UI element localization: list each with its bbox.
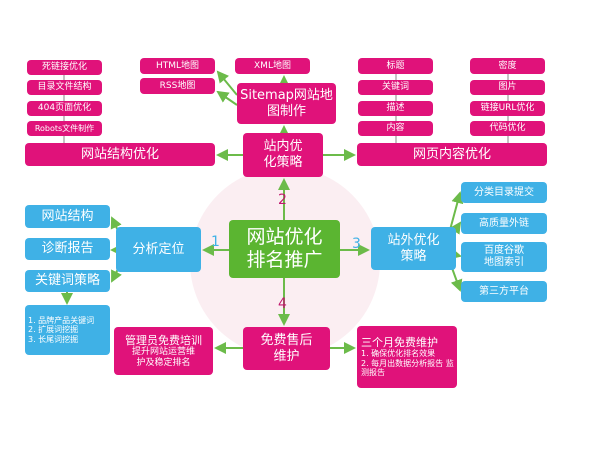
offsite-item: 分类目录提交 <box>461 182 547 203</box>
offsite-item: 百度谷歌地图索引 <box>461 242 547 272</box>
aftersale-node: 免费售后维护 <box>243 327 330 370</box>
step-number-3: 3 <box>352 236 361 252</box>
keyword-list-item: 2. 扩展词挖掘 <box>28 325 79 335</box>
content-optimization-bar: 网页内容优化 <box>357 143 547 166</box>
maintenance-item: 1. 确保优化排名效果 <box>361 349 436 359</box>
structure-item: Robots文件制作 <box>27 121 102 136</box>
structure-item: 死链接优化 <box>27 60 102 75</box>
training-title: 管理员免费培训 <box>125 333 202 347</box>
content-item: 代码优化 <box>470 121 545 136</box>
maintenance-item: 2. 每月出数据分析报告 监测报告 <box>361 358 454 378</box>
content-item: 内容 <box>358 121 433 136</box>
offsite-strategy-node: 站外优化策略 <box>371 227 456 270</box>
offsite-item: 高质量外链 <box>461 213 547 234</box>
training-desc: 提升网站运营维护及稳定排名 <box>131 346 195 368</box>
analysis-node: 分析定位 <box>116 227 201 272</box>
content-item: 密度 <box>470 58 545 74</box>
analysis-item: 诊断报告 <box>25 238 110 260</box>
keyword-list-item: 1. 品牌产品关键词 <box>28 315 95 325</box>
sitemap-node: Sitemap网站地图制作 <box>237 83 336 124</box>
step-number-4: 4 <box>278 296 287 312</box>
content-item: 标题 <box>358 58 433 74</box>
maintenance-title: 三个月免费维护 <box>361 336 438 350</box>
step-number-1: 1 <box>211 234 220 250</box>
content-item: 图片 <box>470 80 545 95</box>
content-item: 描述 <box>358 101 433 116</box>
structure-item: 404页面优化 <box>27 101 102 116</box>
step-number-2: 2 <box>278 192 287 208</box>
keyword-list-item: 3. 长尾词挖掘 <box>28 334 79 344</box>
onsite-strategy-node: 站内优化策略 <box>243 133 323 177</box>
structure-item: 目录文件结构 <box>27 80 102 95</box>
analysis-item: 关键词策略 <box>25 270 110 292</box>
center-node: 网站优化排名推广 <box>229 220 340 278</box>
content-item: 链接URL优化 <box>470 101 545 116</box>
offsite-item: 第三方平台 <box>461 281 547 302</box>
training-node: 管理员免费培训 提升网站运营维护及稳定排名 <box>114 327 213 375</box>
analysis-item: 网站结构 <box>25 205 110 228</box>
content-item: 关键词 <box>358 80 433 95</box>
maintenance-node: 三个月免费维护 1. 确保优化排名效果 2. 每月出数据分析报告 监测报告 <box>357 326 457 388</box>
xml-map-node: XML地图 <box>235 58 310 74</box>
keyword-list: 1. 品牌产品关键词 2. 扩展词挖掘 3. 长尾词挖掘 <box>25 305 110 355</box>
rss-map-node: RSS地图 <box>140 78 215 94</box>
structure-optimization-bar: 网站结构优化 <box>25 143 215 166</box>
html-map-node: HTML地图 <box>140 58 215 74</box>
